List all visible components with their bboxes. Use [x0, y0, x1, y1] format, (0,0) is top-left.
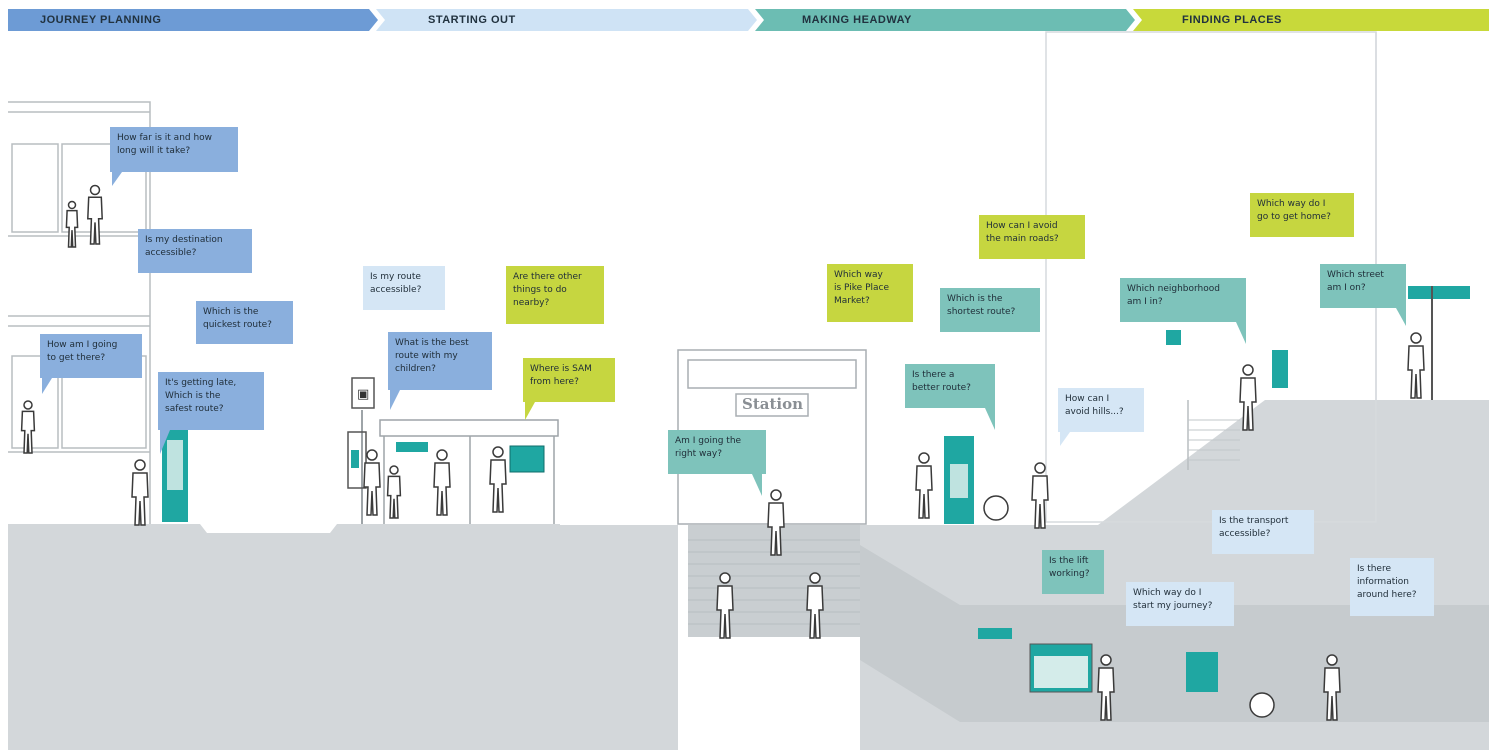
speech-bubble: Which way is Pike Place Market?: [827, 264, 913, 322]
phase-banner-making-headway: [755, 9, 1135, 31]
bubble-tail: [42, 378, 52, 394]
bus-icon: ▣: [357, 387, 369, 402]
speech-bubble: Which way do I go to get home?: [1250, 193, 1354, 237]
person-figure: [65, 200, 79, 248]
bubble-tail: [1396, 308, 1406, 326]
phase-banner-starting-out: [376, 9, 757, 31]
speech-bubble: Which way do I start my journey?: [1126, 582, 1234, 626]
bubble-tail: [752, 474, 762, 496]
speech-bubble: What is the best route with my children?: [388, 332, 492, 390]
neighborhood-sign-2: [1272, 350, 1288, 388]
speech-bubble: Is the lift working?: [1042, 550, 1104, 594]
bubble-tail: [525, 402, 535, 420]
person-figure: [716, 572, 734, 639]
people-figures: [20, 184, 1425, 721]
speech-bubble: Is my route accessible?: [363, 266, 445, 310]
bubble-tail: [1060, 432, 1070, 446]
wheelchair-icon: [1249, 692, 1275, 718]
hill-stairs: [1188, 419, 1240, 461]
person-figure: [1407, 332, 1425, 399]
bubble-tail: [1236, 322, 1246, 344]
speech-bubble: Which neighborhood am I in?: [1120, 278, 1246, 322]
person-figure: [915, 452, 933, 519]
person-figure: [433, 449, 451, 516]
person-figure: [767, 489, 785, 556]
speech-bubble: Which is the shortest route?: [940, 288, 1040, 332]
bubble-tail: [390, 390, 400, 410]
speech-bubble: How can I avoid hills...?: [1058, 388, 1144, 432]
phase-label-finding-places: FINDING PLACES: [1182, 14, 1282, 26]
bubble-tail: [160, 430, 170, 454]
speech-bubble: Is there a better route?: [905, 364, 995, 408]
home-building: [8, 101, 151, 524]
person-figure: [20, 400, 36, 454]
phase-label-making-headway: MAKING HEADWAY: [802, 14, 912, 26]
neighborhood-sign-1: [1166, 330, 1181, 345]
speech-bubble: It's getting late, Which is the safest r…: [158, 372, 264, 430]
speech-bubble: How am I going to get there?: [40, 334, 142, 378]
bus-stop-flag: [351, 450, 359, 468]
person-figure: [363, 449, 381, 516]
person-figure: [131, 459, 149, 526]
speech-bubble: Is the transport accessible?: [1212, 510, 1314, 554]
street-blade-sign: [1408, 286, 1470, 299]
person-figure: [1239, 364, 1257, 431]
phase-banner-journey-planning: [8, 9, 378, 31]
phase-label-journey-planning: JOURNEY PLANNING: [40, 14, 162, 26]
shelter-map: [509, 445, 545, 473]
bus-shelter-sign: [396, 442, 428, 452]
speech-bubble: How far is it and how long will it take?: [110, 127, 238, 172]
person-figure: [489, 446, 507, 513]
speech-bubble: Which street am I on?: [1320, 264, 1406, 308]
phase-label-starting-out: STARTING OUT: [428, 14, 516, 26]
wheelchair-icon: [983, 495, 1009, 521]
person-figure: [1031, 462, 1049, 529]
bubble-tail: [985, 408, 995, 430]
person-figure: [386, 465, 402, 519]
person-figure: [1323, 654, 1341, 721]
station-sign: Station: [742, 395, 804, 413]
speech-bubble: Am I going the right way?: [668, 430, 766, 474]
underground-sign: [978, 628, 1012, 639]
underground-totem: [1186, 652, 1218, 692]
stairs: [688, 539, 860, 625]
speech-bubble: How can I avoid the main roads?: [979, 215, 1085, 259]
person-figure: [1097, 654, 1115, 721]
speech-bubble: Are there other things to do nearby?: [506, 266, 604, 324]
bus-shelter: [347, 377, 559, 524]
phase-banner-finding-places: [1133, 9, 1489, 31]
person-figure: [87, 184, 103, 245]
street-ground: [8, 524, 678, 750]
speech-bubble: Which is the quickest route?: [196, 301, 293, 344]
speech-bubble: Where is SAM from here?: [523, 358, 615, 402]
person-figure: [806, 572, 824, 639]
speech-bubble: Is there information around here?: [1350, 558, 1434, 616]
bubble-tail: [112, 172, 122, 186]
speech-bubble: Is my destination accessible?: [138, 229, 252, 273]
